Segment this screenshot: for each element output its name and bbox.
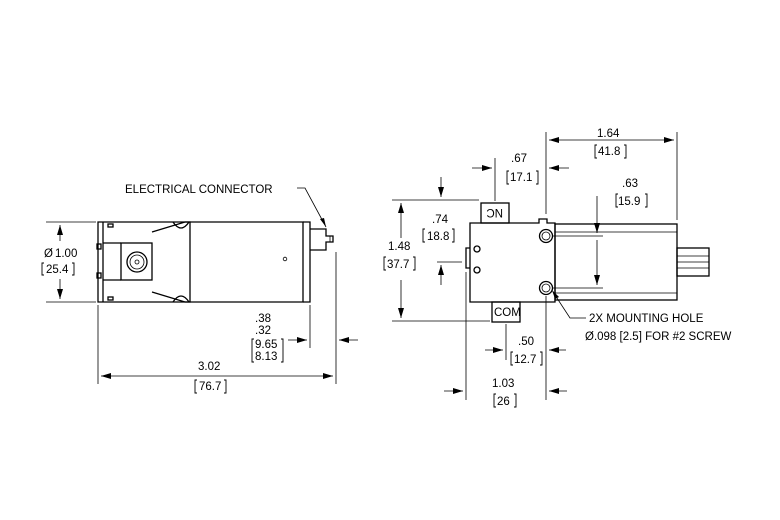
offset-mm-max: 9.65 <box>255 339 277 351</box>
base-width-mm: 26 <box>497 396 510 408</box>
plate-hole-1 <box>473 245 481 253</box>
side-height-inch: 1.48 <box>388 241 410 253</box>
hole-spacing-dimension: .63 15.9 <box>553 178 648 289</box>
nc-offset-mm: 17.1 <box>510 172 532 184</box>
side-connector <box>465 247 470 269</box>
half-height-dimension: .74 18.8 <box>392 177 479 285</box>
com-offset-mm: 12.7 <box>514 354 536 366</box>
side-width-inch: 1.64 <box>597 128 620 140</box>
hole-spacing-inch: .63 <box>622 178 638 190</box>
mounting-hole-top <box>538 228 554 244</box>
side-width-dimension: 1.64 41.8 <box>545 128 678 220</box>
diameter-mm: 25.4 <box>46 264 69 276</box>
top-slot <box>172 221 190 229</box>
offset-inch-max: .38 <box>255 313 271 325</box>
bottom-slot <box>172 295 190 303</box>
side-height-mm: 37.7 <box>387 259 409 271</box>
coax-outer-ring <box>126 251 148 273</box>
com-terminal <box>491 301 521 323</box>
electrical-connector-callout: ELECTRICAL CONNECTOR <box>125 184 327 228</box>
mount-block <box>151 221 191 303</box>
plate-hole-2 <box>473 266 481 274</box>
half-height-inch: .74 <box>432 214 449 226</box>
offset-inch-min: .32 <box>255 325 271 337</box>
end-cap <box>303 221 311 303</box>
coax-pin <box>134 259 140 265</box>
com-offset-inch: .50 <box>518 336 534 348</box>
front-view <box>96 221 334 303</box>
coax-inner-ring <box>129 254 145 270</box>
length-dimension: 3.02 76.7 <box>97 252 337 394</box>
vent-dot <box>282 256 288 262</box>
connector-offset-dimension: .38 .32 9.65 8.13 <box>251 305 358 363</box>
connector-stub <box>310 228 334 251</box>
side-height-dimension: 1.48 37.7 <box>383 203 490 322</box>
coax-connector <box>120 242 153 281</box>
coil-body <box>554 223 678 301</box>
mounting-hole-callout: 2X MOUNTING HOLE Ø.098 [2.5] FOR #2 SCRE… <box>552 290 732 343</box>
com-offset-dimension: .50 12.7 <box>485 324 566 366</box>
side-width-mm: 41.8 <box>598 146 620 158</box>
base-width-inch: 1.03 <box>492 378 514 390</box>
mounting-hole-line1: 2X MOUNTING HOLE <box>589 313 704 325</box>
base-width-dimension: 1.03 26 <box>444 272 567 408</box>
nc-offset-inch: .67 <box>511 153 527 165</box>
mounting-hole-bottom <box>538 280 554 296</box>
length-inch: 3.02 <box>198 361 220 373</box>
half-height-mm: 18.8 <box>427 231 449 243</box>
offset-mm-min: 8.13 <box>255 351 277 363</box>
nc-offset-dimension: .67 17.1 <box>472 153 569 201</box>
length-mm: 76.7 <box>199 381 221 393</box>
electrical-connector-label: ELECTRICAL CONNECTOR <box>125 184 273 196</box>
nc-label: NC <box>486 206 503 218</box>
com-label: COM <box>494 307 521 319</box>
side-view: NC COM <box>465 202 710 323</box>
body-outline <box>97 221 304 303</box>
screw-bl <box>107 296 114 301</box>
mounting-hole-line2: Ø.098 [2.5] FOR #2 SCREW <box>585 331 732 343</box>
hole-spacing-mm: 15.9 <box>618 196 640 208</box>
screw-tl <box>107 223 114 228</box>
